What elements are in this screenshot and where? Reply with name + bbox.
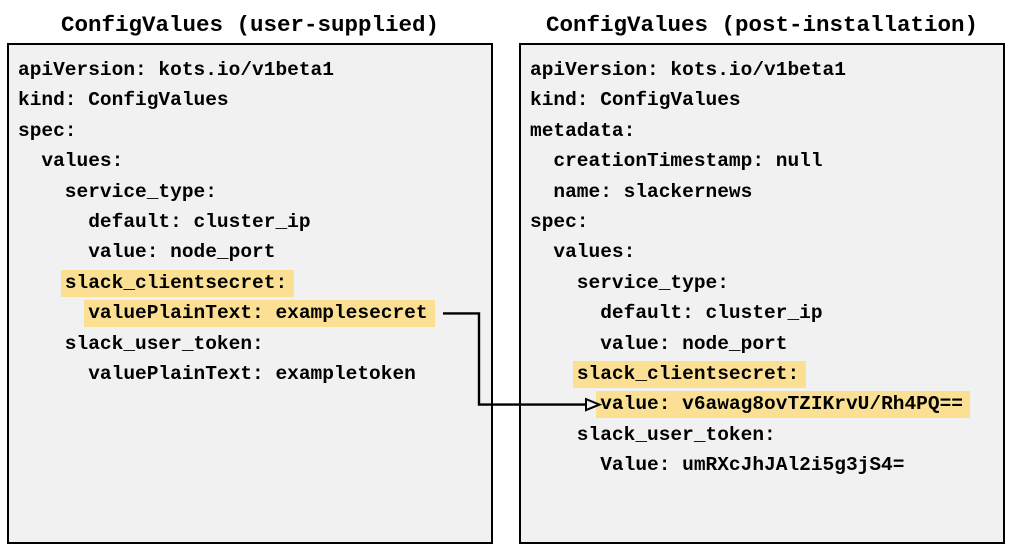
highlighted-text: value: v6awag8ovTZIKrvU/Rh4PQ== <box>596 391 970 419</box>
right-config-panel: apiVersion: kots.io/v1beta1 kind: ConfigV… <box>519 43 1005 544</box>
yaml-line: kind: ConfigValues <box>530 89 741 112</box>
yaml-line: values: <box>530 241 636 264</box>
yaml-line: metadata: <box>530 119 636 142</box>
yaml-line: slack_clientsecret: <box>18 268 491 298</box>
yaml-line: service_type: <box>530 271 729 294</box>
yaml-line: value: v6awag8ovTZIKrvU/Rh4PQ== <box>530 389 1003 419</box>
yaml-line: slack_user_token: <box>18 332 264 355</box>
yaml-line: apiVersion: kots.io/v1beta1 <box>18 59 334 81</box>
left-panel-title: ConfigValues (user-supplied) <box>60 12 440 38</box>
yaml-line: value: node_port <box>18 241 276 264</box>
highlighted-text: slack_clientsecret: <box>60 269 295 297</box>
highlighted-text: slack_clientsecret: <box>572 360 807 388</box>
yaml-line: Value: umRXcJhJAl2i5g3jS4= <box>530 454 905 477</box>
yaml-line: default: cluster_ip <box>530 302 823 325</box>
yaml-line: apiVersion: kots.io/v1beta1 <box>530 59 846 81</box>
yaml-line: slack_clientsecret: <box>530 359 1003 389</box>
yaml-line: service_type: <box>18 180 217 203</box>
yaml-line: kind: ConfigValues <box>18 89 229 112</box>
left-config-panel: apiVersion: kots.io/v1beta1 kind: ConfigV… <box>7 43 493 544</box>
highlighted-text: valuePlainText: examplesecret <box>84 300 435 328</box>
yaml-line: default: cluster_ip <box>18 210 311 233</box>
yaml-line: creationTimestamp: null <box>530 150 823 173</box>
yaml-line: values: <box>18 150 124 173</box>
yaml-line: name: slackernews <box>530 180 753 203</box>
yaml-line: spec: <box>18 119 77 142</box>
yaml-line: valuePlainText: examplesecret <box>18 298 491 328</box>
yaml-line: valuePlainText: exampletoken <box>18 362 416 385</box>
right-panel-title: ConfigValues (post-installation) <box>545 12 979 38</box>
yaml-line: spec: <box>530 210 589 233</box>
yaml-line: slack_user_token: <box>530 423 776 446</box>
yaml-line: value: node_port <box>530 332 788 355</box>
